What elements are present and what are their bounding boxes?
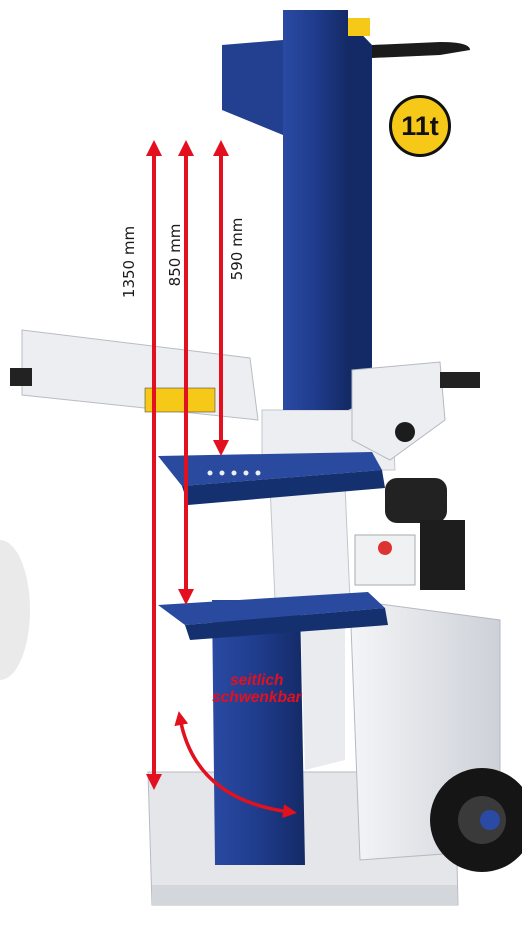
swivel-line-1: seitlich bbox=[230, 672, 284, 689]
swivel-line-2: schwenkbar bbox=[212, 689, 302, 706]
upper-table bbox=[158, 452, 385, 505]
capacity-badge: 11t bbox=[389, 95, 451, 157]
swivel-arrow bbox=[174, 711, 297, 819]
swivel-annotation: seitlich schwenkbar bbox=[212, 672, 362, 706]
control-lever bbox=[351, 361, 480, 461]
main-column bbox=[222, 10, 470, 410]
capacity-badge-text: 11t bbox=[401, 110, 439, 141]
dimension-arrows bbox=[146, 140, 229, 790]
wheel bbox=[430, 768, 522, 872]
dimension-label-850: 850 mm bbox=[166, 223, 184, 287]
dimension-label-1350: 1350 mm bbox=[120, 225, 138, 299]
shadow bbox=[0, 540, 30, 680]
dimension-label-590: 590 mm bbox=[228, 217, 246, 281]
lower-table bbox=[158, 592, 388, 640]
